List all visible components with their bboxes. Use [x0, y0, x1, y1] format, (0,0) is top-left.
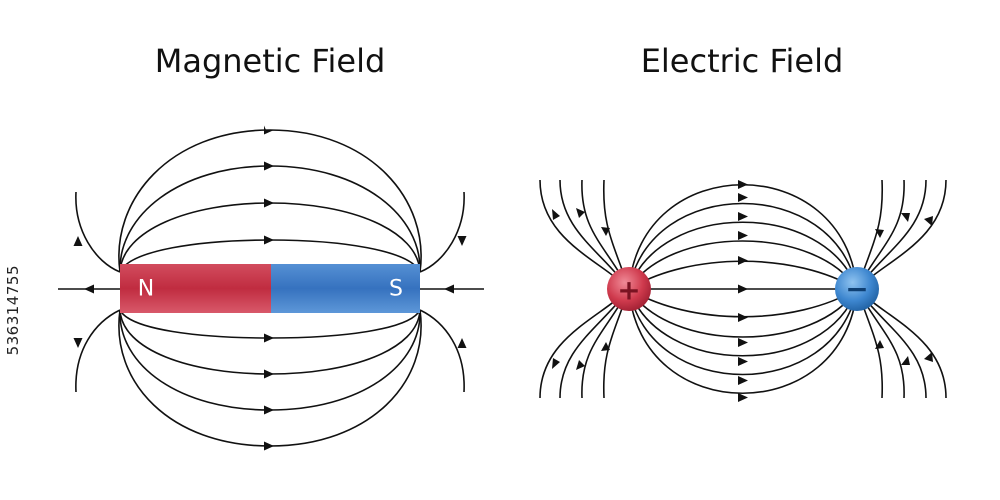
arrowhead [457, 236, 467, 246]
electric-field-line [628, 240, 858, 290]
arrowhead [84, 284, 94, 294]
arrowhead [738, 212, 748, 221]
arrowhead [738, 313, 748, 322]
arrowhead [738, 256, 748, 265]
arrowhead [738, 393, 748, 402]
arrowhead [601, 227, 610, 236]
positive-charge [607, 267, 651, 311]
arrowhead [875, 340, 884, 349]
electric-field-line [628, 288, 858, 357]
electric-field-title: Electric Field [640, 42, 844, 80]
electric-field-line [628, 288, 858, 318]
electric-field-panel [539, 179, 947, 399]
arrowhead [738, 284, 748, 294]
arrowhead [576, 208, 585, 218]
magnetic-field-line [119, 309, 421, 411]
arrowhead [738, 338, 748, 347]
arrowhead [738, 231, 748, 240]
magnetic-field-line [419, 309, 465, 393]
arrowhead [924, 352, 933, 362]
magnetic-field-title: Magnetic Field [154, 42, 386, 80]
arrowhead [901, 356, 910, 365]
arrowhead [457, 338, 467, 348]
magnetic-field-line [119, 309, 421, 339]
magnetic-field-line [119, 202, 421, 273]
electric-arrows [552, 180, 933, 402]
south-pole-label: S [389, 277, 403, 302]
magnetic-field-line [419, 191, 465, 273]
south-pole [271, 264, 420, 313]
charges: + − [607, 267, 879, 311]
electric-field-line [628, 288, 858, 395]
arrowhead [738, 376, 748, 385]
arrowhead [264, 161, 274, 171]
magnetic-field-line [119, 309, 421, 375]
magnetic-field-line [75, 309, 121, 393]
arrowhead [552, 209, 560, 220]
electric-field-line [628, 202, 858, 290]
arrowhead [264, 441, 274, 451]
arrowhead [738, 193, 748, 202]
arrowhead [924, 216, 933, 226]
arrowhead [875, 229, 884, 238]
arrowhead [264, 235, 274, 245]
electric-field-line [628, 221, 858, 290]
watermark-id: 536314755 [4, 265, 22, 356]
arrowhead [73, 236, 83, 246]
arrowhead [264, 333, 274, 343]
negative-charge-sign: − [845, 273, 868, 306]
magnetic-field-line [119, 165, 421, 273]
arrowhead [901, 213, 910, 222]
bar-magnet: N S [120, 264, 420, 313]
arrowhead [444, 284, 454, 294]
magnetic-field-line [118, 129, 422, 273]
magnetic-arrows [73, 125, 467, 451]
north-pole-label: N [138, 277, 154, 302]
electric-field-line [628, 288, 858, 376]
arrowhead [738, 357, 748, 366]
arrowhead [264, 405, 274, 415]
arrowhead [576, 360, 585, 370]
electric-field-line [628, 288, 858, 338]
negative-charge [835, 267, 879, 311]
arrowhead [264, 369, 274, 379]
north-pole [120, 264, 271, 313]
arrowhead [738, 180, 748, 189]
arrowhead [601, 342, 610, 351]
positive-charge-sign: + [617, 274, 640, 307]
magnetic-field-line [75, 191, 121, 273]
arrowhead [264, 198, 274, 208]
arrowhead [264, 125, 274, 135]
arrowhead [73, 338, 83, 348]
arrowhead [552, 358, 560, 369]
electric-field-line [628, 260, 858, 290]
